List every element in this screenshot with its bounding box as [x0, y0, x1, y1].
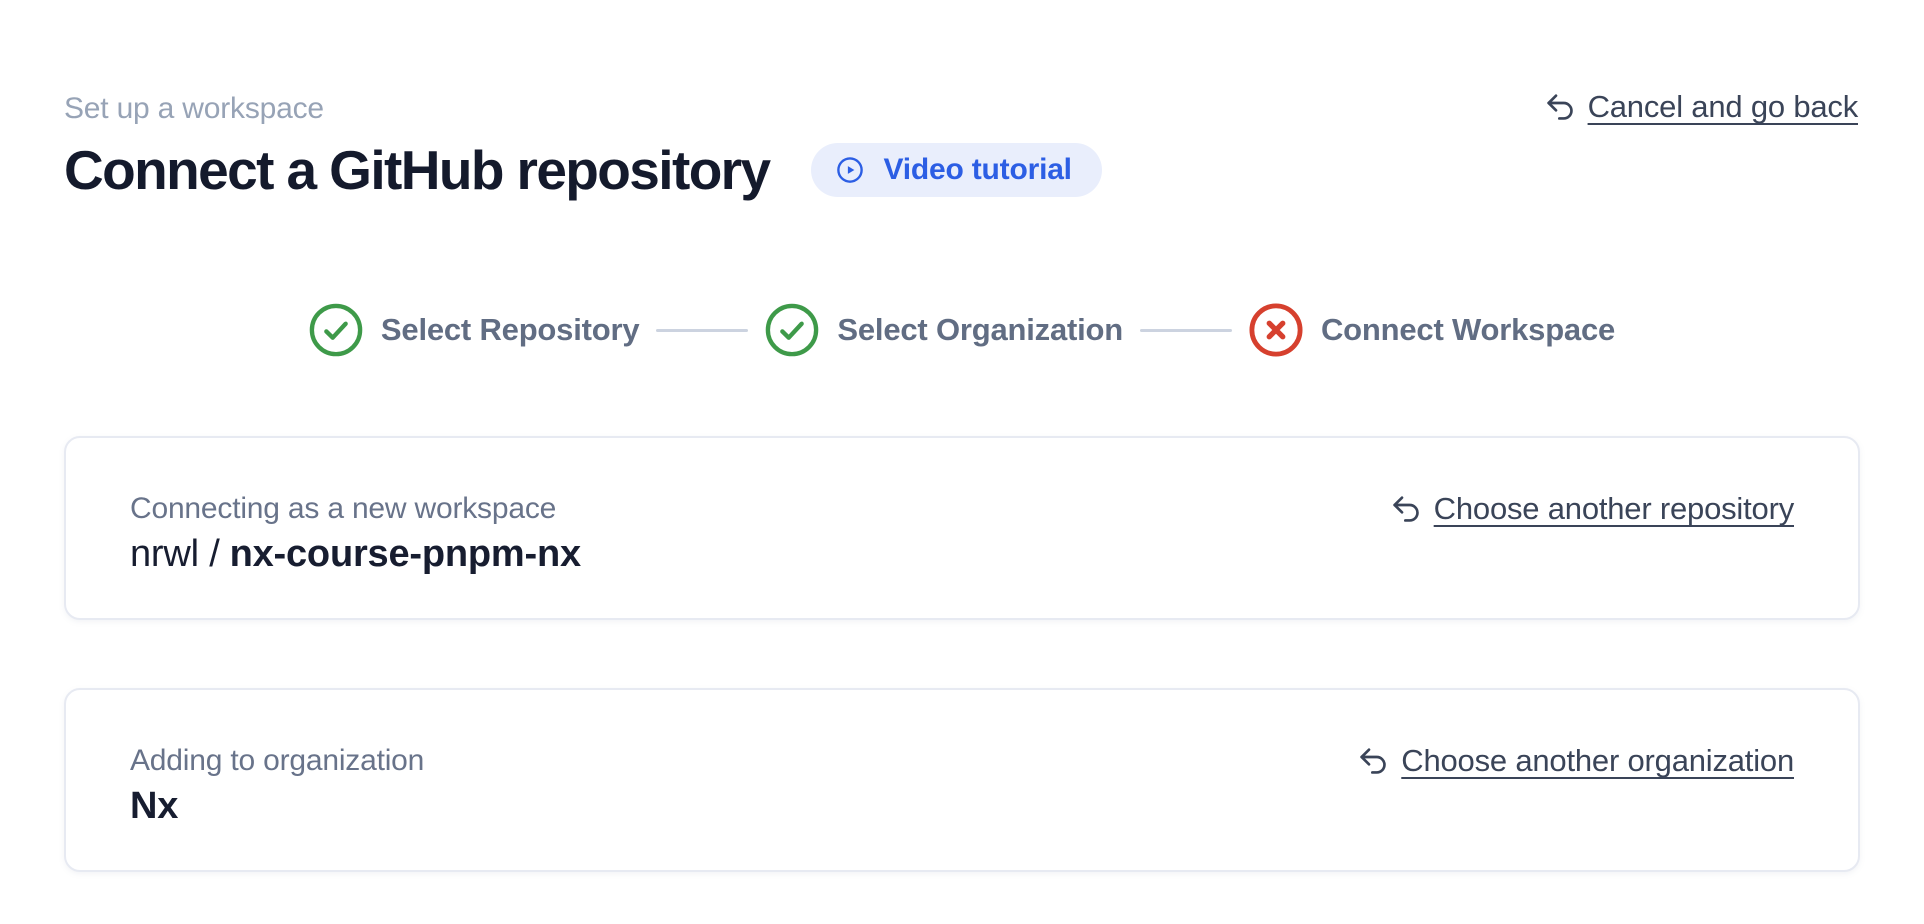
- repository-card-label: Connecting as a new workspace: [130, 492, 557, 525]
- cancel-and-go-back-link[interactable]: Cancel and go back: [1544, 86, 1858, 128]
- organization-name-value: Nx: [130, 782, 424, 830]
- check-circle-icon: [309, 303, 363, 357]
- undo-arrow-icon: [1357, 740, 1389, 777]
- repository-card-info: Connecting as a new workspace nrwl /nx-c…: [130, 488, 581, 578]
- organization-card-label: Adding to organization: [130, 744, 425, 777]
- stepper-connector: [1140, 328, 1232, 332]
- step-label: Select Organization: [837, 312, 1123, 347]
- repository-repo-name: nx-course-pnpm-nx: [229, 533, 581, 575]
- page-eyebrow: Set up a workspace: [64, 92, 324, 125]
- organization-card: Adding to organization Nx Choose another…: [64, 688, 1860, 872]
- choose-another-repository-label: Choose another repository: [1433, 491, 1795, 526]
- check-circle-icon: [765, 303, 819, 357]
- step-label: Select Repository: [380, 312, 640, 347]
- cancel-and-go-back-label: Cancel and go back: [1587, 89, 1859, 124]
- repository-name: nrwl /nx-course-pnpm-nx: [130, 530, 581, 578]
- choose-another-organization-label: Choose another organization: [1401, 743, 1794, 778]
- video-tutorial-button[interactable]: Video tutorial: [811, 143, 1102, 197]
- repository-owner: nrwl /: [130, 533, 220, 575]
- undo-arrow-icon: [1544, 86, 1576, 123]
- choose-another-organization-link[interactable]: Choose another organization: [1357, 740, 1794, 782]
- step-connect-workspace: Connect Workspace: [1249, 303, 1615, 357]
- choose-another-repository-link[interactable]: Choose another repository: [1390, 488, 1794, 530]
- setup-stepper: Select Repository Select Organization Co…: [0, 303, 1924, 357]
- x-circle-icon: [1249, 303, 1303, 357]
- title-row: Connect a GitHub repository Video tutori…: [64, 134, 1102, 206]
- organization-card-info: Adding to organization Nx: [130, 740, 424, 830]
- organization-name: Nx: [130, 785, 179, 827]
- page-header: Set up a workspace Connect a GitHub repo…: [64, 88, 1102, 206]
- video-tutorial-label: Video tutorial: [883, 153, 1072, 186]
- step-label: Connect Workspace: [1321, 312, 1616, 347]
- step-select-repository: Select Repository: [309, 303, 640, 357]
- play-circle-icon: [835, 155, 865, 185]
- step-select-organization: Select Organization: [765, 303, 1123, 357]
- repository-card: Connecting as a new workspace nrwl /nx-c…: [64, 436, 1860, 620]
- stepper-connector: [656, 328, 749, 332]
- page-title: Connect a GitHub repository: [64, 139, 771, 201]
- undo-arrow-icon: [1390, 488, 1422, 525]
